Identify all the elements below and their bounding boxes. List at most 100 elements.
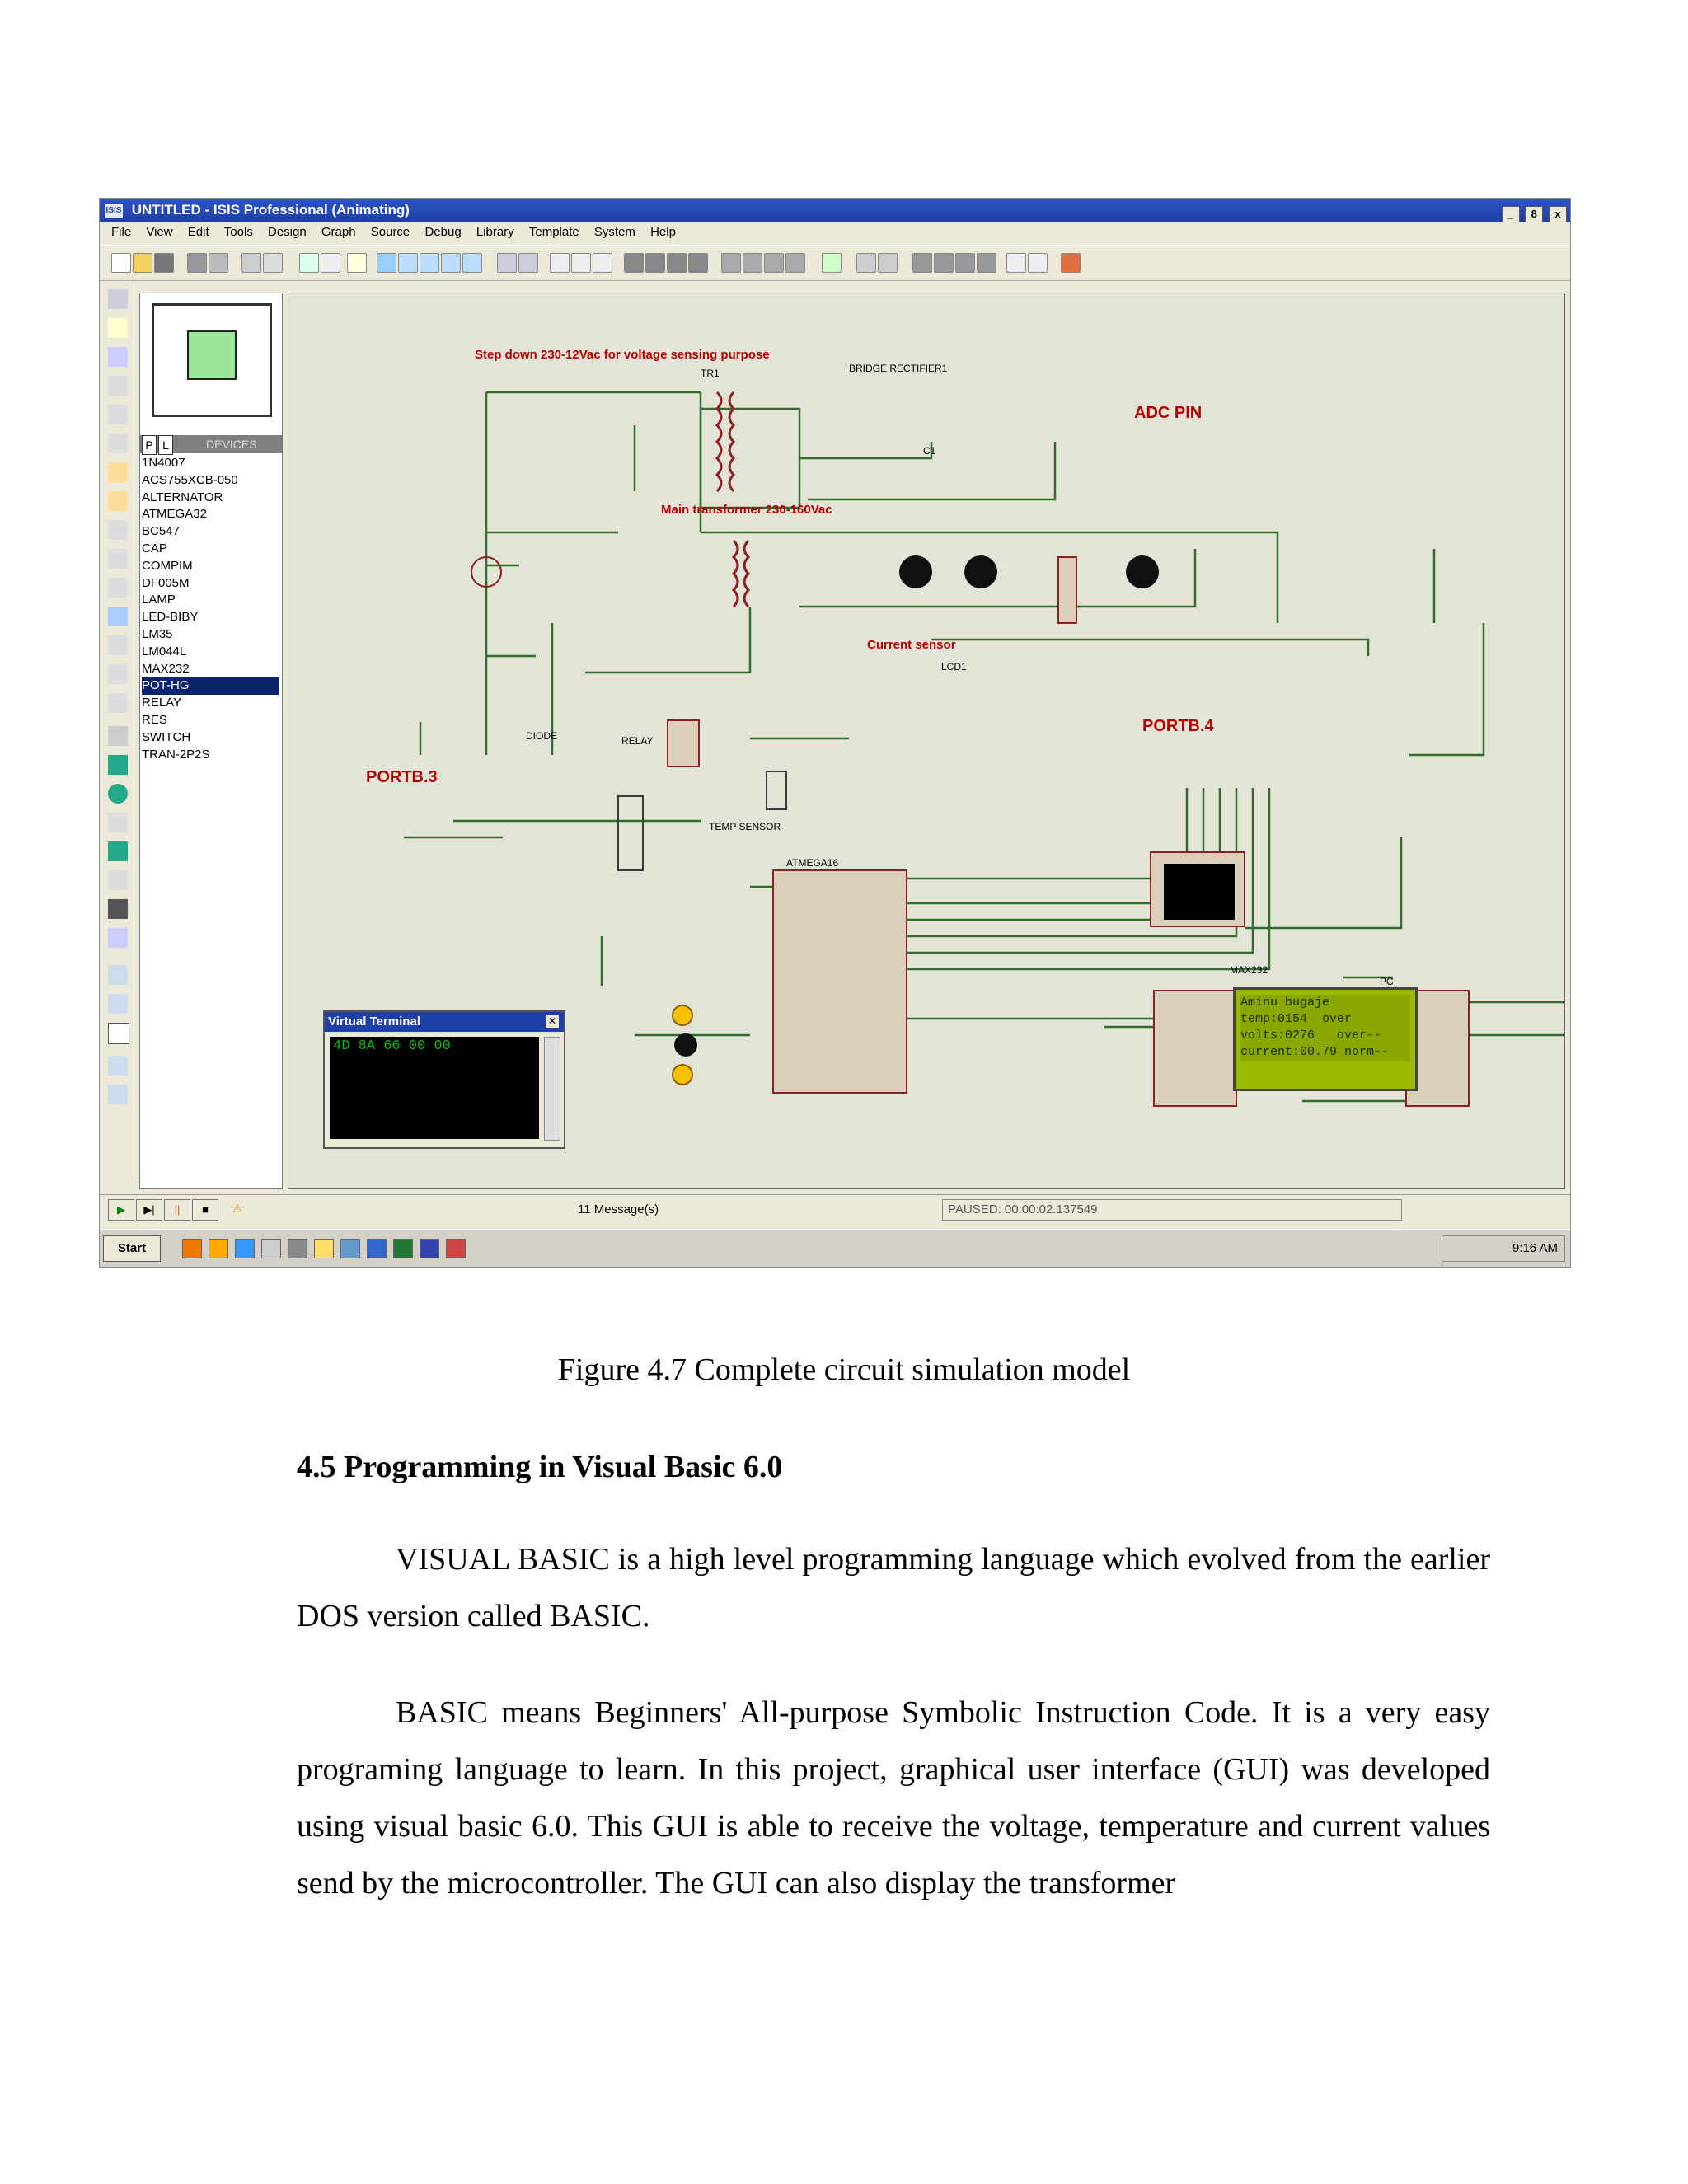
print-area-icon[interactable] <box>263 253 283 273</box>
minimize-button[interactable]: _ <box>1501 206 1520 223</box>
block-move-icon[interactable] <box>645 253 665 273</box>
device-item[interactable]: CAP <box>142 541 167 555</box>
desktop-icon[interactable] <box>288 1239 307 1258</box>
device-item[interactable]: POT-HG <box>142 677 279 696</box>
device-pins-icon[interactable] <box>108 520 128 540</box>
subcircuit-icon[interactable] <box>108 462 128 482</box>
mirror-vertical-icon[interactable] <box>108 1085 128 1104</box>
isis-taskbar-icon[interactable] <box>420 1239 439 1258</box>
device-item[interactable]: MAX232 <box>142 661 190 676</box>
menu-library[interactable]: Library <box>476 225 514 239</box>
start-button[interactable]: Start <box>103 1235 161 1262</box>
circle-icon[interactable] <box>108 784 128 804</box>
menu-help[interactable]: Help <box>650 225 676 239</box>
rotation-angle-field[interactable] <box>108 1023 129 1044</box>
redo-icon[interactable] <box>518 253 538 273</box>
search-tag-icon[interactable] <box>856 253 876 273</box>
device-item[interactable]: ATMEGA32 <box>142 507 207 522</box>
ares-taskbar-icon[interactable] <box>446 1239 466 1258</box>
netlist-icon[interactable] <box>1028 253 1048 273</box>
undo-icon[interactable] <box>497 253 517 273</box>
text-script-icon[interactable] <box>108 405 128 424</box>
app-icon[interactable] <box>340 1239 360 1258</box>
device-item[interactable]: RELAY <box>142 696 182 710</box>
save-icon[interactable] <box>154 253 174 273</box>
device-item[interactable]: LAMP <box>142 593 176 607</box>
device-item[interactable]: ALTERNATOR <box>142 490 223 504</box>
junction-dot-icon[interactable] <box>108 347 128 367</box>
zoom-in-icon[interactable] <box>398 253 418 273</box>
menu-tools[interactable]: Tools <box>223 225 253 239</box>
refresh-icon[interactable] <box>299 253 319 273</box>
generator-icon[interactable] <box>108 607 128 626</box>
box-icon[interactable] <box>108 755 128 775</box>
zoom-all-icon[interactable] <box>441 253 461 273</box>
rotate-clockwise-icon[interactable] <box>108 965 128 985</box>
block-copy-icon[interactable] <box>624 253 644 273</box>
folder-icon[interactable] <box>314 1239 334 1258</box>
close-icon[interactable]: ✕ <box>546 1015 559 1028</box>
bus-icon[interactable] <box>108 434 128 453</box>
pause-button[interactable]: || <box>164 1199 190 1221</box>
device-item[interactable]: BC547 <box>142 524 180 539</box>
menu-system[interactable]: System <box>593 225 635 239</box>
device-item[interactable]: RES <box>142 712 167 727</box>
device-item[interactable]: ACS755XCB-050 <box>142 472 238 487</box>
device-item[interactable]: COMPIM <box>142 558 193 573</box>
overview-window[interactable] <box>152 303 272 417</box>
import-icon[interactable] <box>187 253 207 273</box>
arc-icon[interactable] <box>108 813 128 832</box>
block-rotate-icon[interactable] <box>667 253 687 273</box>
new-file-icon[interactable] <box>111 253 131 273</box>
menu-edit[interactable]: Edit <box>187 225 209 239</box>
menu-file[interactable]: File <box>111 225 132 239</box>
component-mode-icon[interactable] <box>108 318 128 338</box>
rotate-anticlockwise-icon[interactable] <box>108 994 128 1014</box>
graph-mode-icon[interactable] <box>108 549 128 569</box>
device-item[interactable]: SWITCH <box>142 729 191 744</box>
menu-debug[interactable]: Debug <box>424 225 462 239</box>
device-item[interactable]: LED-BIBY <box>142 610 199 625</box>
ie-icon[interactable] <box>235 1239 255 1258</box>
maximize-button[interactable]: 8 <box>1525 206 1544 223</box>
library-tab[interactable]: L <box>158 435 173 455</box>
open-folder-icon[interactable] <box>133 253 152 273</box>
firefox-icon[interactable] <box>182 1239 202 1258</box>
new-sheet-icon[interactable] <box>912 253 932 273</box>
pick-device-icon[interactable] <box>721 253 741 273</box>
schematic-canvas[interactable]: Step down 230-12Vac for voltage sensing … <box>288 293 1570 1189</box>
make-device-icon[interactable] <box>743 253 762 273</box>
device-item[interactable]: LM044L <box>142 644 187 658</box>
device-item[interactable]: 1N4007 <box>142 456 185 470</box>
pan-icon[interactable] <box>377 253 396 273</box>
decompose-icon[interactable] <box>785 253 805 273</box>
menu-source[interactable]: Source <box>370 225 410 239</box>
terminals-icon[interactable] <box>108 491 128 511</box>
ares-icon[interactable] <box>1061 253 1081 273</box>
menu-view[interactable]: View <box>146 225 173 239</box>
close-button[interactable]: x <box>1549 206 1567 223</box>
cut-icon[interactable] <box>550 253 570 273</box>
menu-design[interactable]: Design <box>268 225 307 239</box>
block-delete-icon[interactable] <box>688 253 708 273</box>
line-icon[interactable] <box>108 726 128 746</box>
explorer-icon[interactable] <box>261 1239 281 1258</box>
mirror-horizontal-icon[interactable] <box>108 1056 128 1076</box>
wire-label-icon[interactable] <box>108 376 128 396</box>
text-icon[interactable] <box>108 870 128 890</box>
exit-to-parent-icon[interactable] <box>955 253 975 273</box>
pick-tab[interactable]: P <box>142 435 157 455</box>
symbol-icon[interactable] <box>108 899 128 919</box>
voltage-probe-icon[interactable] <box>108 635 128 655</box>
word-icon[interactable] <box>367 1239 387 1258</box>
wire-autorouter-icon[interactable] <box>822 253 842 273</box>
packaging-icon[interactable] <box>764 253 784 273</box>
selection-mode-icon[interactable] <box>108 289 128 309</box>
export-icon[interactable] <box>209 253 228 273</box>
message-count[interactable]: 11 Message(s) <box>578 1202 659 1216</box>
grid-icon[interactable] <box>321 253 340 273</box>
current-probe-icon[interactable] <box>108 664 128 684</box>
device-item[interactable]: TRAN-2P2S <box>142 747 210 762</box>
step-button[interactable]: ▶| <box>136 1199 162 1221</box>
play-button[interactable]: ▶ <box>108 1199 134 1221</box>
